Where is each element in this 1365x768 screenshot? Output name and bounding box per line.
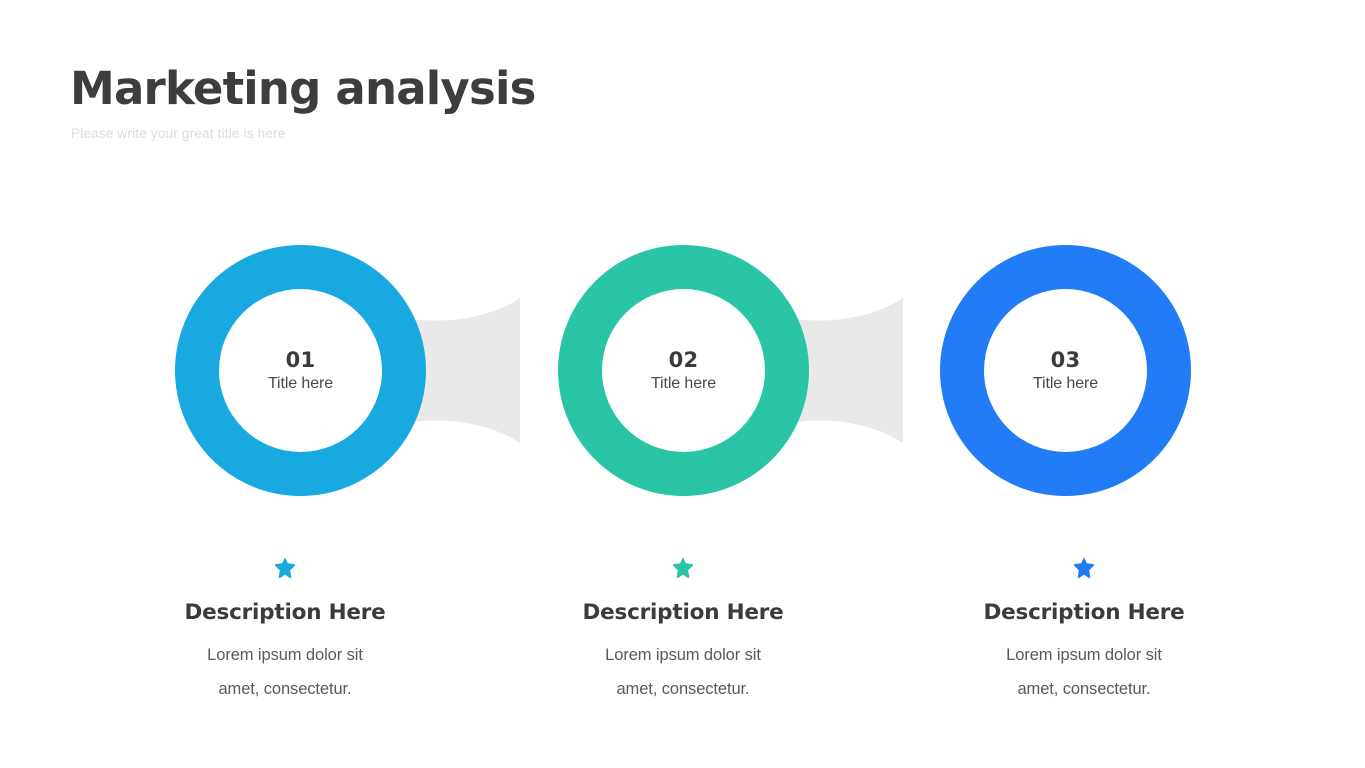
description-text-3: Lorem ipsum dolor sit amet, consectetur. [1006,646,1162,698]
step-label-2: Title here [650,374,717,392]
star-icon [1073,557,1095,578]
star-icon [274,557,296,578]
description-block-2: Description Here Lorem ipsum dolor sit a… [533,556,833,706]
step-node-2[interactable]: 02 Title here [558,245,809,496]
page-title: Marketing analysis [70,62,536,115]
step-number-1: 01 [285,347,316,372]
description-title-2: Description Here [582,600,784,625]
step-node-1[interactable]: 01 Title here [175,245,426,496]
step-ring-center-2: 02 Title here [602,289,765,452]
step-number-3: 03 [1050,347,1081,372]
step-ring-center-1: 01 Title here [219,289,382,452]
description-text-1: Lorem ipsum dolor sit amet, consectetur. [207,646,363,698]
step-node-3[interactable]: 03 Title here [940,245,1191,496]
slide-header: Marketing analysis Please write your gre… [70,62,770,143]
step-ring-center-3: 03 Title here [984,289,1147,452]
description-block-3: Description Here Lorem ipsum dolor sit a… [934,556,1234,706]
page-subtitle: Please write your great title is here [71,126,286,141]
description-title-3: Description Here [983,600,1185,625]
description-block-1: Description Here Lorem ipsum dolor sit a… [135,556,435,706]
star-icon [672,557,694,578]
step-label-1: Title here [267,374,334,392]
description-title-1: Description Here [184,600,386,625]
step-number-2: 02 [668,347,699,372]
step-label-3: Title here [1032,374,1099,392]
description-text-2: Lorem ipsum dolor sit amet, consectetur. [605,646,761,698]
